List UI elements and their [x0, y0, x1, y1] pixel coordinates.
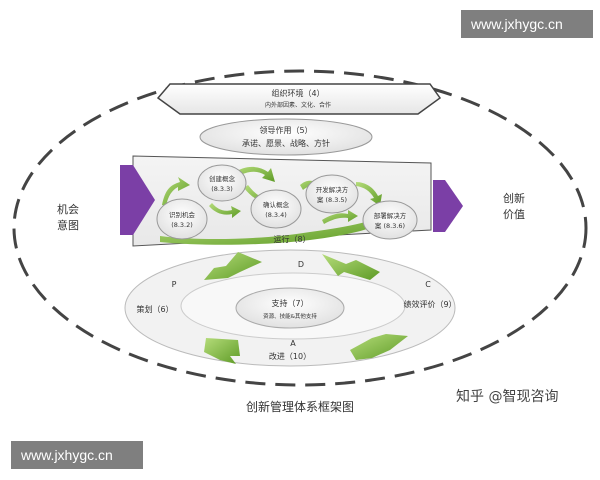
pdca-arrow-bottom-right: [350, 334, 408, 360]
pdca-arrow-bottom-left: [204, 338, 240, 364]
value-label-1: 创新: [503, 191, 525, 205]
create-line1: 创建概念: [209, 174, 236, 183]
pdca-d-label: D: [298, 260, 304, 269]
pdca-c-label: C: [425, 280, 431, 289]
watermark-top: www.jxhygc.cn: [461, 10, 593, 38]
flow-arrow-2: [234, 166, 275, 182]
opportunity-label-1: 机会: [57, 202, 79, 216]
operation-label: 运行（8）: [273, 234, 310, 244]
develop-solution-circle: [305, 174, 359, 214]
deploy-line2: 案 (8.3.6): [375, 221, 405, 230]
develop-line2: 案 (8.3.5): [317, 195, 347, 204]
deploy-line1: 部署解决方: [374, 211, 407, 220]
performance-label: 绩效评价（9）: [403, 299, 456, 309]
flow-arrow-7: [322, 210, 358, 224]
identify-opportunity-circle: [156, 198, 208, 240]
create-concept-circle: [197, 164, 247, 202]
identify-line1: 识别机会: [169, 210, 196, 219]
planning-label: 策划（6）: [136, 304, 173, 314]
validate-line2: (8.3.4): [265, 211, 287, 219]
flow-arrow-5: [356, 182, 382, 206]
support-ellipse: [235, 287, 345, 329]
operation-sweep-arrow: [160, 215, 384, 245]
pdca-a-label: A: [290, 339, 296, 348]
opportunity-label-2: 意图: [57, 218, 79, 232]
improvement-label: 改进（10）: [269, 351, 311, 361]
validate-concept-circle: [250, 189, 302, 229]
pdca-p-label: P: [172, 280, 177, 289]
org-environment-subtitle: 内外部因素、文化、合作: [265, 101, 331, 109]
pdca-arrow-top-right: [322, 254, 380, 280]
leadership-ellipse: [199, 118, 373, 156]
value-purple-arrow: [433, 180, 463, 232]
outer-boundary-ellipse: [12, 69, 588, 387]
watermark-bottom: www.jxhygc.cn: [11, 441, 143, 469]
deploy-solution-circle: [362, 200, 418, 240]
pdca-arrow-top-left: [204, 252, 262, 280]
leadership-title: 领导作用（5）: [259, 125, 312, 135]
leadership-subtitle: 承诺、愿景、战略、方针: [242, 138, 330, 148]
zhihu-credit: 知乎 @智现咨询: [456, 389, 559, 405]
diagram-caption: 创新管理体系框架图: [245, 400, 354, 414]
opportunity-purple-arrow: [120, 165, 155, 235]
org-environment-banner: [156, 83, 442, 115]
support-subtitle: 资源、技能&其他支持: [263, 312, 317, 320]
create-line2: (8.3.3): [211, 185, 233, 193]
flow-arrow-6: [209, 203, 241, 218]
validate-line1: 确认概念: [263, 200, 290, 209]
support-title: 支持（7）: [271, 298, 308, 308]
develop-line1: 开发解决方: [316, 185, 349, 194]
org-environment-title: 组织环境（4）: [271, 88, 324, 98]
flow-arrow-1: [162, 177, 190, 206]
identify-line2: (8.3.2): [171, 221, 193, 229]
value-label-2: 价值: [503, 208, 525, 221]
